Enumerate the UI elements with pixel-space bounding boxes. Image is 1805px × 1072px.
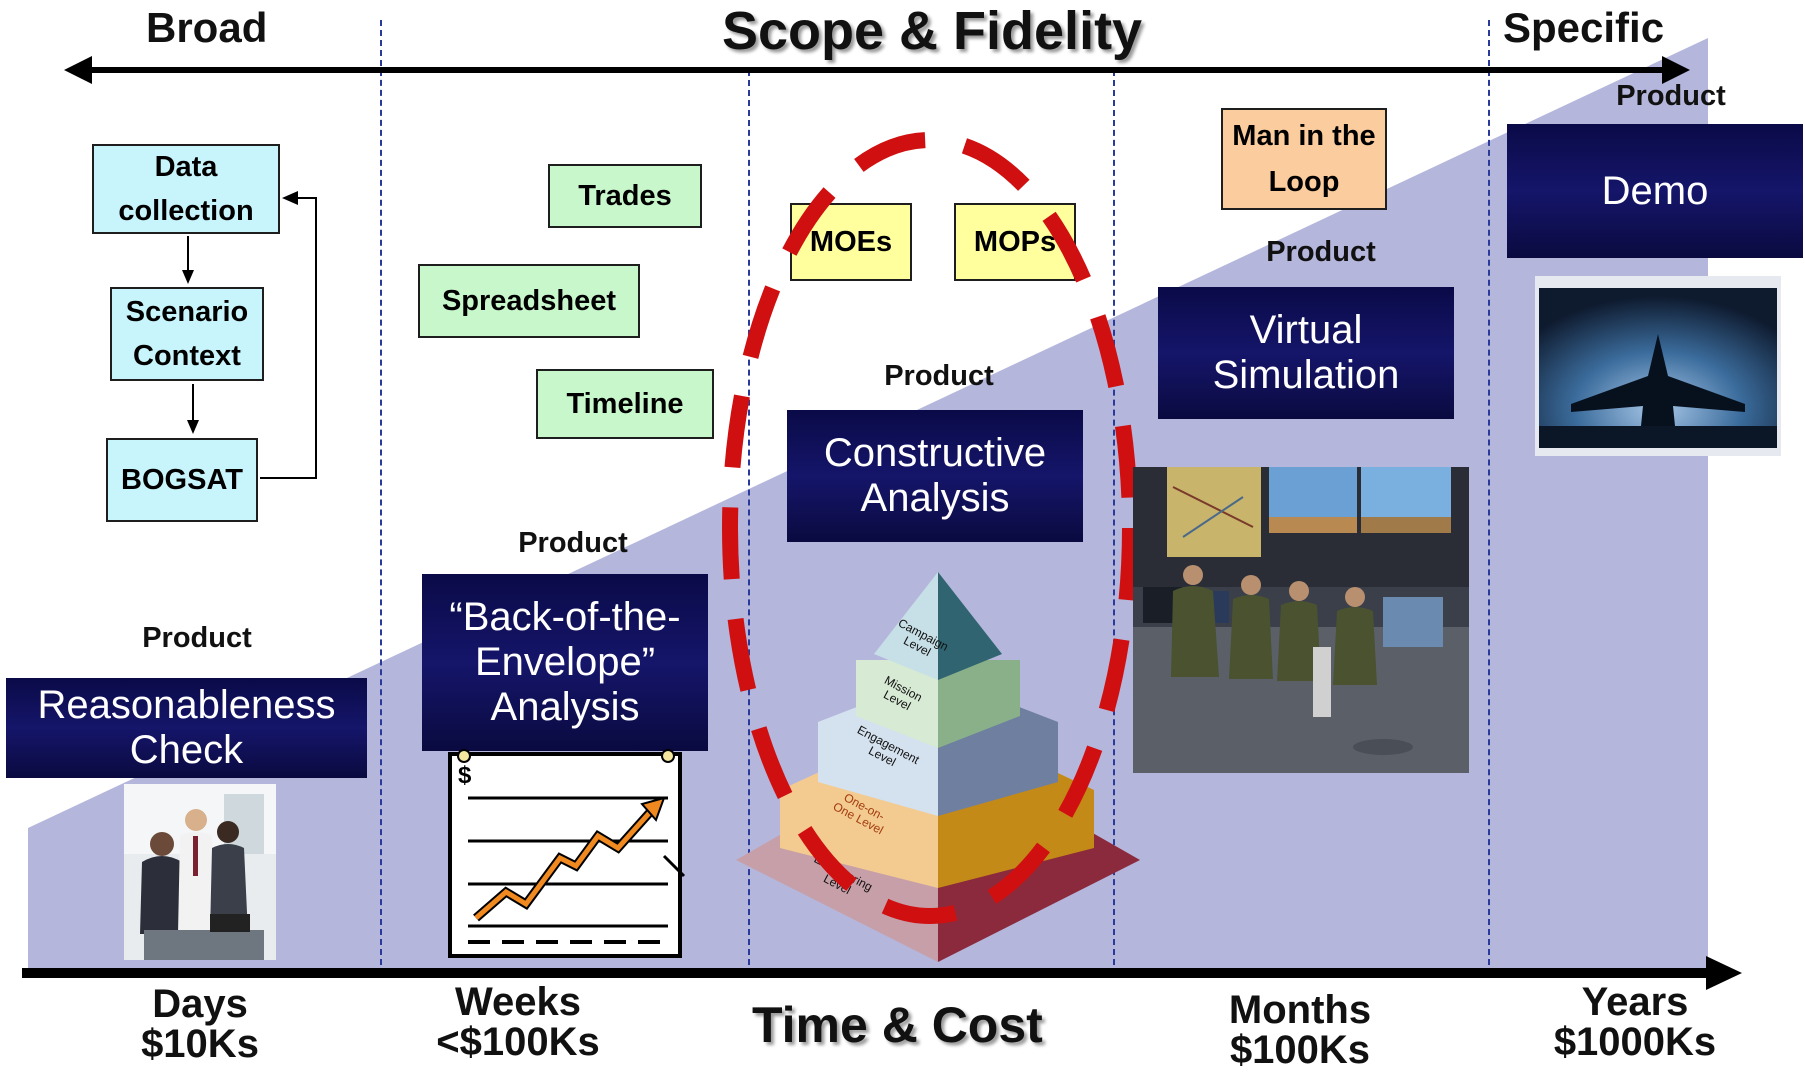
- pyramid-mission-left: [856, 660, 938, 748]
- chart-illustration: [448, 749, 686, 958]
- tick-days: Days $10Ks: [120, 984, 280, 1064]
- time-cost-title: Time & Cost: [752, 997, 1043, 1053]
- divider-2: [748, 70, 750, 965]
- office-meeting-image: [124, 784, 276, 960]
- tick-days-cost: $10Ks: [141, 1022, 259, 1066]
- specific-label: Specific: [1503, 4, 1665, 51]
- tick-months-time: Months: [1228, 988, 1372, 1032]
- product-label-2: Product: [518, 527, 628, 559]
- pyramid-diagram: [736, 572, 1140, 962]
- pyramid-campaign-left: [874, 572, 938, 680]
- product-reasonableness-check: Reasonableness Check: [6, 678, 367, 778]
- tick-months-cost: $100Ks: [1229, 1028, 1371, 1072]
- item-timeline: Timeline: [536, 369, 714, 439]
- flow-data-collection: Data collection: [92, 144, 280, 234]
- jet-silhouette-image: [1535, 276, 1781, 456]
- product-label-3: Product: [884, 360, 994, 392]
- product-virtual-simulation: Virtual Simulation: [1158, 287, 1454, 419]
- flow-bogsat: BOGSAT: [106, 438, 258, 522]
- pyramid-campaign-right: [938, 572, 1002, 680]
- broad-label: Broad: [146, 4, 268, 51]
- tick-years: Years $1000Ks: [1530, 982, 1740, 1062]
- simulation-room-image: [1133, 467, 1469, 773]
- chart-dollar-symbol: $: [458, 762, 472, 789]
- item-man-in-the-loop: Man in the Loop: [1221, 108, 1387, 210]
- flow-arrows: [182, 191, 317, 479]
- product-label-5: Product: [1616, 80, 1726, 112]
- tick-weeks-time: Weeks: [454, 980, 581, 1024]
- tick-years-cost: $1000Ks: [1553, 1020, 1717, 1064]
- scope-arrow: [64, 56, 1690, 84]
- product-demo: Demo: [1507, 124, 1803, 258]
- divider-1: [380, 20, 382, 965]
- pyramid-mission-right: [938, 660, 1020, 748]
- tick-years-time: Years: [1581, 980, 1689, 1024]
- scope-fidelity-title: Scope & Fidelity: [722, 1, 1143, 61]
- product-label-1: Product: [142, 622, 252, 654]
- tick-weeks: Weeks <$100Ks: [408, 982, 628, 1062]
- tick-days-time: Days: [152, 982, 248, 1026]
- divider-3: [1113, 70, 1115, 965]
- flow-scenario-context: Scenario Context: [110, 287, 264, 381]
- time-cost-arrow: [22, 956, 1742, 990]
- item-trades: Trades: [548, 164, 702, 228]
- product-back-of-envelope: “Back-of-the-Envelope” Analysis: [422, 574, 708, 751]
- highlight-ellipse: [722, 132, 1138, 924]
- tick-months: Months $100Ks: [1200, 990, 1400, 1070]
- product-constructive-analysis: Constructive Analysis: [787, 410, 1083, 542]
- product-label-4: Product: [1266, 236, 1376, 268]
- divider-4: [1488, 20, 1490, 965]
- tick-weeks-cost: <$100Ks: [436, 1020, 600, 1064]
- item-spreadsheet: Spreadsheet: [418, 264, 640, 338]
